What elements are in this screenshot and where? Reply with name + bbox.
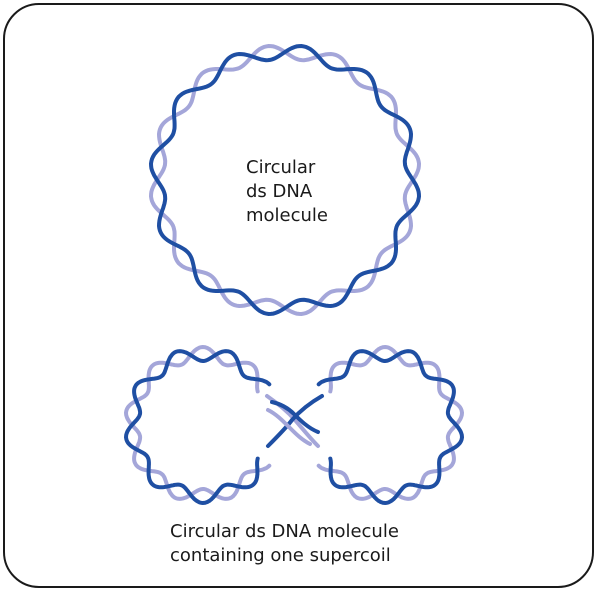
circular-dna-label: Circular ds DNA molecule [246, 156, 328, 228]
circular-dna-label-line: molecule [246, 205, 329, 226]
figure-frame [3, 3, 594, 588]
circular-dna-label-line: Circular [246, 157, 316, 178]
supercoil-crossover [265, 394, 324, 448]
dna-strand-dark [148, 43, 422, 317]
supercoil-right-loop [316, 344, 465, 506]
dna-strand-dark [123, 349, 272, 506]
circular-dna-label-line: ds DNA [246, 181, 313, 202]
dna-strand-dark [316, 349, 465, 506]
supercoil-left-loop [123, 344, 272, 506]
crossover-strand-dark [270, 400, 320, 434]
crossover-strand-light [266, 408, 312, 446]
supercoil-label-line: containing one supercoil [170, 545, 391, 566]
crossover-strand-dark [266, 394, 324, 448]
circular-dna-molecule [148, 43, 422, 317]
supercoil-label: Circular ds DNA molecule containing one … [170, 520, 399, 568]
supercoil-label-line: Circular ds DNA molecule [170, 521, 399, 542]
